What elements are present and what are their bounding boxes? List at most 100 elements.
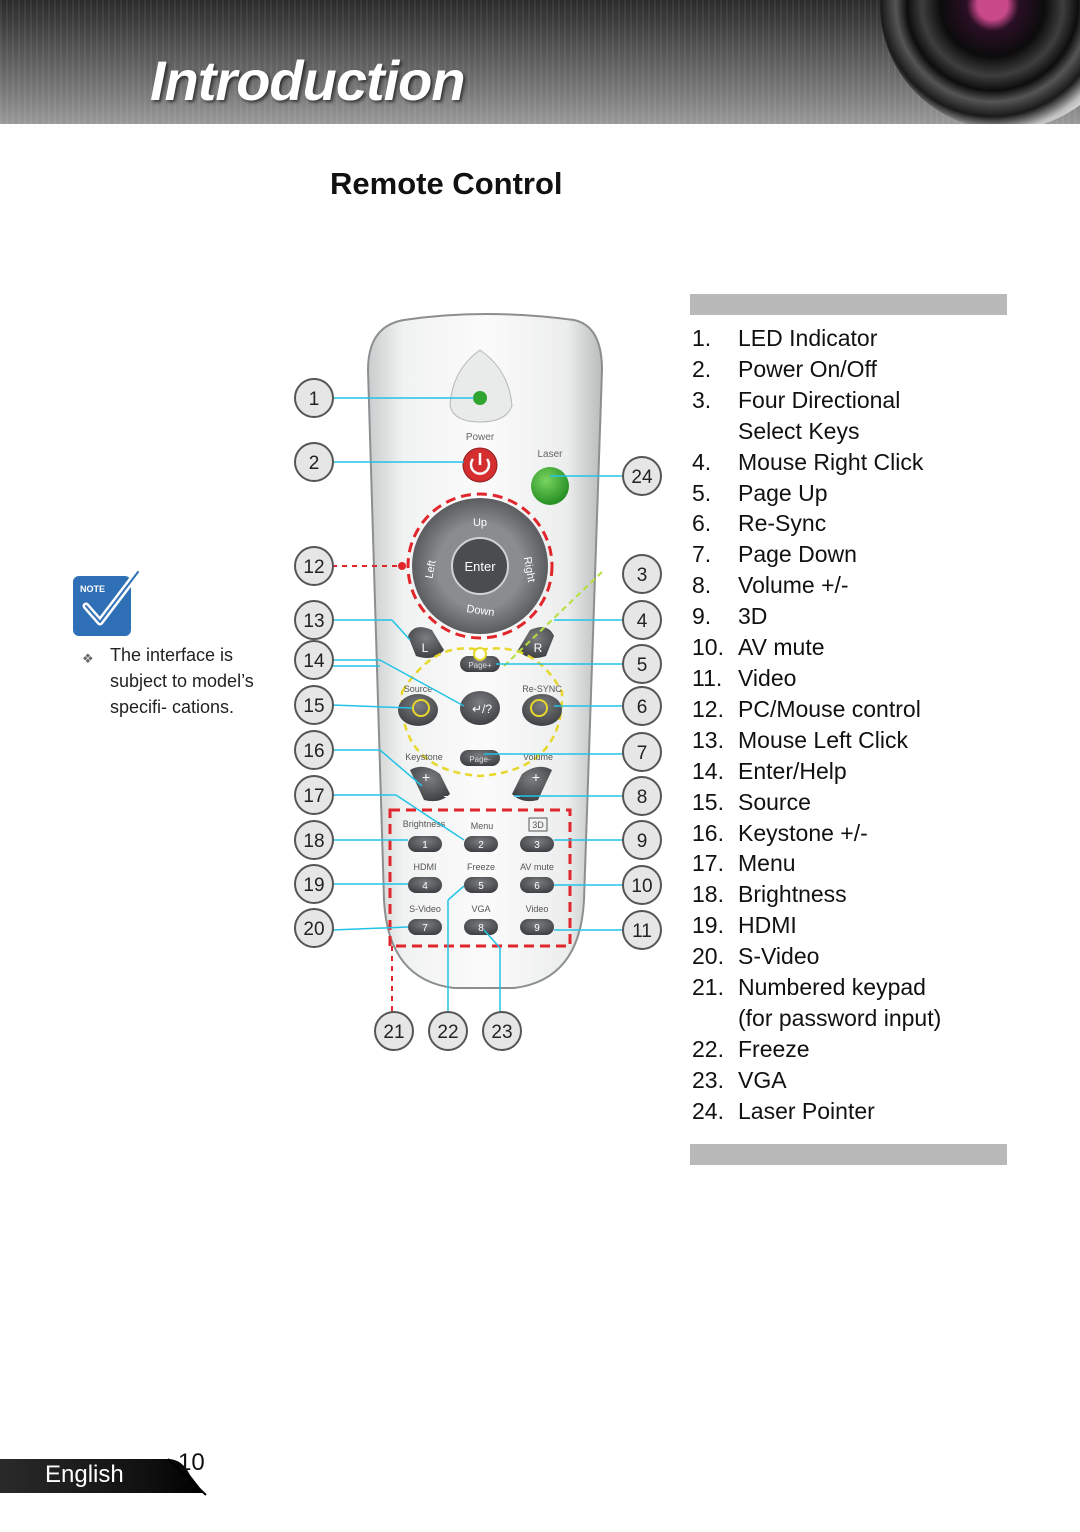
key-2[interactable]: [464, 836, 498, 852]
legend-item: 18.Brightness: [692, 881, 847, 908]
legend-item: 3.Four Directional: [692, 386, 901, 413]
legend-item: 4.Mouse Right Click: [692, 448, 924, 475]
key-1[interactable]: [408, 836, 442, 852]
callout-4: 4: [637, 611, 648, 632]
callout-20: 20: [303, 919, 324, 940]
legend-item: 23.VGA: [692, 1066, 787, 1093]
mouse-right-button[interactable]: [518, 627, 554, 658]
legend-list: 1.LED Indicator 2.Power On/Off 3.Four Di…: [690, 323, 1020, 1127]
callout-9: 9: [637, 831, 648, 852]
up-label: Up: [473, 517, 487, 529]
legend-item: 11.Video: [692, 664, 797, 691]
r-label: R: [534, 641, 543, 655]
right-label: Right: [521, 556, 537, 583]
legend-item: 24.Laser Pointer: [692, 1097, 875, 1124]
callout-12: 12: [303, 557, 324, 578]
callout-23: 23: [491, 1022, 512, 1043]
svideo-label: S-Video: [409, 904, 441, 914]
key-1-label: 1: [422, 840, 428, 851]
callout-11: 11: [632, 921, 652, 942]
callout-24: 24: [631, 467, 653, 488]
callout-6: 6: [637, 697, 648, 718]
enter-label: Enter: [464, 559, 496, 574]
callout-21: 21: [383, 1022, 404, 1043]
video-label: Video: [526, 904, 549, 914]
legend-item: 5.Page Up: [692, 479, 828, 506]
led-light-icon: [473, 391, 487, 405]
page-down-label: Page-: [469, 755, 491, 764]
power-label: Power: [466, 432, 495, 443]
footer-language: English: [45, 1461, 124, 1488]
menu-label: Menu: [471, 821, 494, 831]
keystone-buttons[interactable]: [410, 766, 450, 802]
callout-2: 2: [309, 453, 320, 474]
down-label: Down: [466, 603, 496, 619]
key-7[interactable]: [408, 919, 442, 935]
callout-1: 1: [309, 389, 320, 410]
key-3-label: 3: [534, 840, 540, 851]
keystone-plus-label: +: [422, 769, 430, 785]
mouse-left-button[interactable]: [408, 627, 444, 658]
volume-label: Volume: [523, 752, 553, 762]
volume-buttons[interactable]: [512, 766, 552, 802]
key-4[interactable]: [408, 877, 442, 893]
page-up-button[interactable]: [460, 656, 500, 672]
brightness-label: Brightness: [403, 819, 446, 829]
enter-help-button[interactable]: [460, 691, 500, 725]
led-indicator: [449, 349, 513, 423]
legend-item: 22.Freeze: [692, 1035, 810, 1062]
resync-button[interactable]: [522, 694, 562, 726]
legend-item: 9.3D: [692, 603, 768, 630]
legend-bottom-bar: [690, 1144, 1007, 1165]
legend-item: 8.Volume +/-: [692, 572, 849, 599]
volume-minus-label: –: [512, 787, 520, 803]
key-7-label: 7: [422, 923, 428, 934]
page-footer: English 10: [0, 1449, 210, 1497]
key-5-label: 5: [478, 881, 484, 892]
key-6[interactable]: [520, 877, 554, 893]
laser-label: Laser: [537, 449, 563, 460]
hdmi-label: HDMI: [414, 862, 437, 872]
threed-icon: [528, 817, 548, 832]
legend-item: 21.Numbered keypad: [692, 974, 926, 1001]
source-label: Source: [404, 684, 433, 694]
resync-label: Re-SYNC: [522, 684, 562, 694]
callouts-left: 1 2 12 13 14 15 16 17 18 19 20: [294, 378, 334, 948]
legend-item: 7.Page Down: [692, 541, 857, 568]
legend-item: (for password input): [738, 1004, 942, 1031]
laser-pointer-button[interactable]: [531, 467, 569, 505]
key-6-label: 6: [534, 881, 540, 892]
key-5[interactable]: [464, 877, 498, 893]
legend-item: 10.AV mute: [692, 634, 825, 661]
key-3[interactable]: [520, 836, 554, 852]
page-title: Remote Control: [330, 166, 563, 201]
enter-button[interactable]: [451, 537, 509, 595]
legend-item: 12.PC/Mouse control: [692, 695, 921, 722]
key-8[interactable]: [464, 919, 498, 935]
callout-10: 10: [631, 876, 652, 897]
callout-14: 14: [303, 651, 325, 672]
legend-top-bar: [690, 294, 1007, 315]
callout-22: 22: [437, 1022, 458, 1043]
callout-17: 17: [303, 786, 324, 807]
enter-help-label: ↵/?: [472, 702, 492, 716]
legend-item: 14.Enter/Help: [692, 757, 847, 784]
callout-13: 13: [303, 611, 324, 632]
key-9-label: 9: [534, 923, 540, 934]
note-icon: NOTE: [73, 570, 142, 636]
legend-item: 13.Mouse Left Click: [692, 726, 909, 753]
leader-lines: [331, 397, 624, 1012]
callout-3: 3: [637, 565, 648, 586]
legend-item: 15.Source: [692, 788, 811, 815]
threed-label: 3D: [532, 820, 544, 830]
callout-7: 7: [637, 743, 648, 764]
note-label: NOTE: [80, 584, 105, 594]
source-button[interactable]: [398, 694, 438, 726]
vga-label: VGA: [471, 904, 490, 914]
chapter-header: Introduction: [0, 0, 1080, 124]
legend-item: 16.Keystone +/-: [692, 819, 868, 846]
key-2-label: 2: [478, 840, 484, 851]
key-9[interactable]: [520, 919, 554, 935]
key-8-label: 8: [478, 923, 484, 934]
remote-control-diagram: Power Laser Enter Up Down Left Right L R…: [294, 313, 662, 1051]
